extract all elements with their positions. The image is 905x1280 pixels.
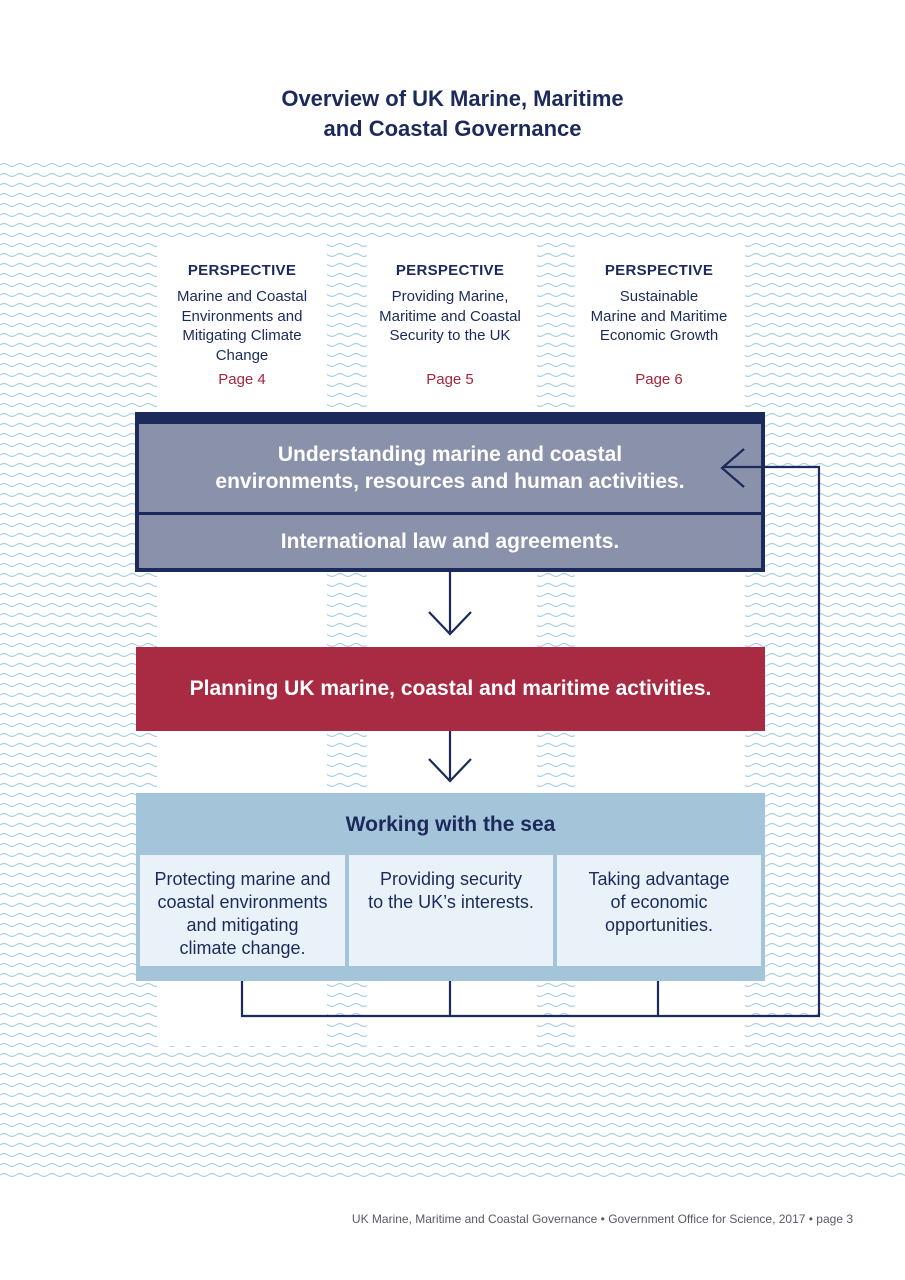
planning-box: Planning UK marine, coastal and maritime… — [136, 647, 765, 731]
working-cell-economic: Taking advantage of economic opportuniti… — [557, 855, 761, 966]
perspective-3-line-3: Economic Growth — [599, 327, 719, 344]
perspective-3: PERSPECTIVE Sustainable Marine and Marit… — [564, 262, 754, 346]
working-heading: Working with the sea — [345, 813, 556, 836]
perspective-1-heading: PERSPECTIVE — [187, 262, 297, 279]
working-cell-1-line-1: Protecting marine and — [154, 869, 331, 889]
working-cell-1-line-2: coastal environments — [157, 892, 328, 912]
working-cell-2-line-1: Providing security — [379, 869, 523, 889]
working-cell-3-line-2: of economic — [610, 892, 708, 912]
perspective-3-heading: PERSPECTIVE — [604, 262, 714, 279]
arrow-down-1 — [428, 572, 472, 636]
working-cell-1-line-3: and mitigating — [186, 915, 299, 935]
arrow-down-2 — [428, 731, 472, 783]
title-line-1: Overview of UK Marine, Maritime — [281, 86, 624, 111]
perspective-2-line-3: Security to the UK — [389, 327, 511, 344]
title-line-2: and Coastal Governance — [323, 116, 582, 141]
understanding-line-2: environments, resources and human activi… — [215, 470, 685, 493]
perspective-3-line-1: Sustainable — [619, 288, 699, 305]
perspective-1-page-link[interactable]: Page 4 — [218, 371, 266, 388]
working-with-sea-box: Working with the sea Protecting marine a… — [136, 793, 765, 981]
understanding-panel: Understanding marine and coastal environ… — [139, 424, 761, 512]
understanding-line-1: Understanding marine and coastal — [277, 443, 623, 466]
perspective-2-line-1: Providing Marine, — [391, 288, 509, 305]
perspective-2-page-link[interactable]: Page 5 — [426, 371, 474, 388]
understanding-box: Understanding marine and coastal environ… — [135, 412, 765, 572]
perspective-3-line-2: Marine and Maritime — [590, 307, 728, 325]
feedback-loop — [240, 465, 821, 1018]
perspective-2-heading: PERSPECTIVE — [395, 262, 505, 279]
page-title: Overview of UK Marine, Maritime and Coas… — [0, 84, 905, 144]
perspective-2: PERSPECTIVE Providing Marine, Maritime a… — [355, 262, 545, 346]
working-cell-2-line-2: to the UK’s interests. — [368, 892, 534, 912]
perspective-1-line-3: Mitigating Climate — [182, 327, 302, 344]
perspective-1-line-2: Environments and — [181, 307, 303, 325]
international-law-panel: International law and agreements. — [139, 515, 761, 568]
working-cell-security: Providing security to the UK’s interests… — [349, 855, 553, 966]
working-cell-environment: Protecting marine and coastal environmen… — [140, 855, 345, 966]
feedback-arrowhead — [720, 448, 745, 488]
perspective-3-page-link[interactable]: Page 6 — [635, 371, 683, 388]
working-cell-3-line-1: Taking advantage — [588, 869, 730, 889]
page-footer: UK Marine, Maritime and Coastal Governan… — [351, 1212, 853, 1226]
perspective-1-line-1: Marine and Coastal — [176, 288, 308, 305]
working-cell-3-line-3: opportunities. — [604, 915, 714, 935]
perspective-1-line-4: Change — [215, 346, 269, 364]
working-cell-1-line-4: climate change. — [179, 938, 306, 958]
perspective-2-line-2: Maritime and Coastal — [379, 307, 521, 325]
perspective-1: PERSPECTIVE Marine and Coastal Environme… — [147, 262, 337, 365]
